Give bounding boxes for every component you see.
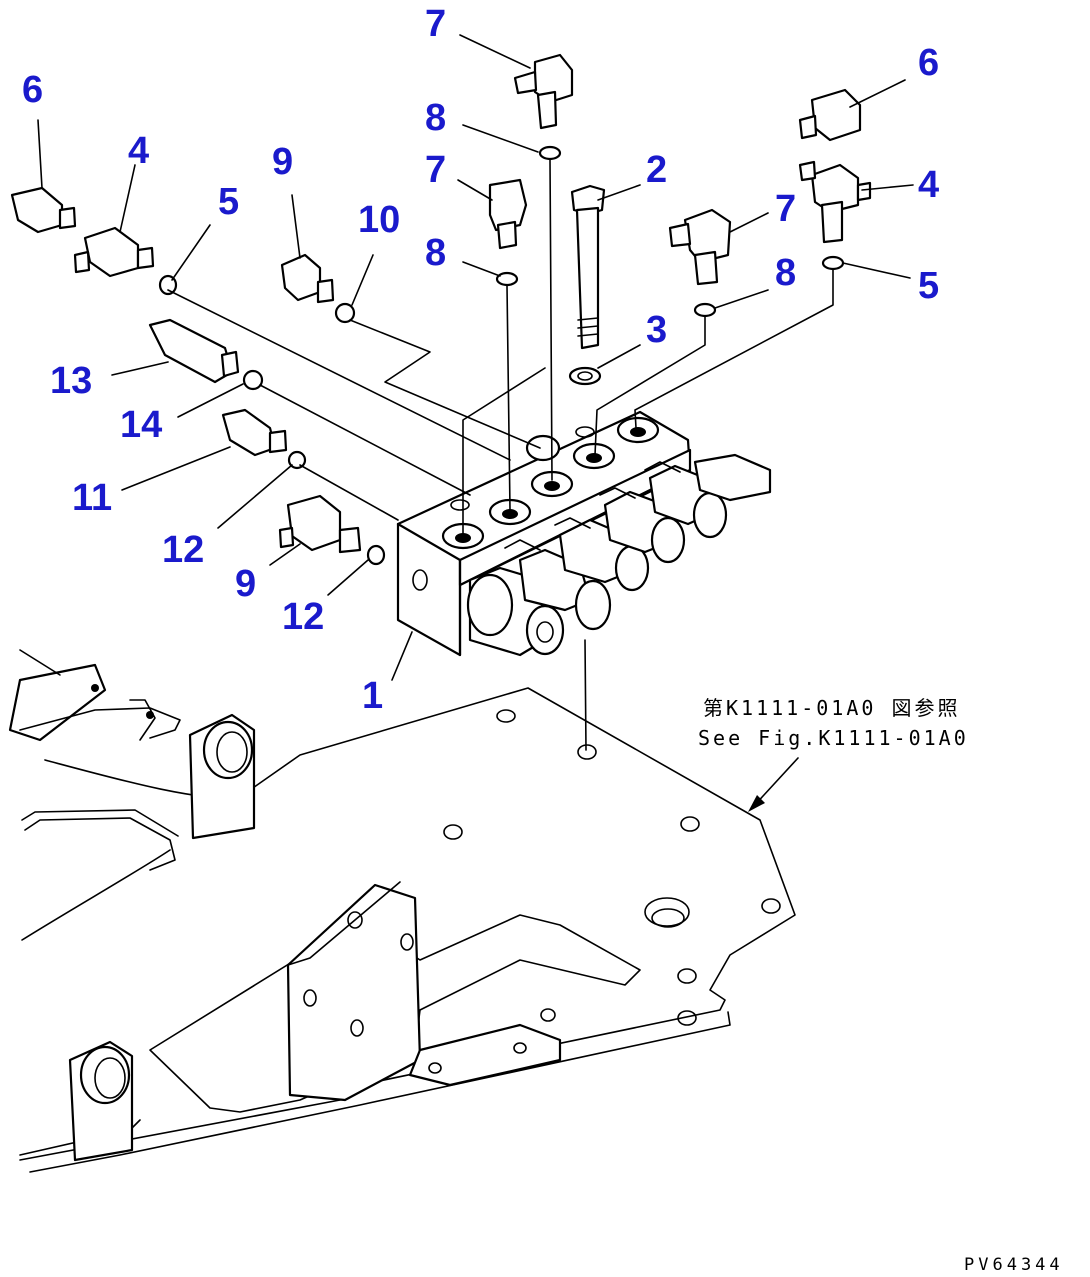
callout-12: 12 bbox=[162, 529, 204, 571]
callout-7: 7 bbox=[775, 188, 796, 230]
solenoid-valve-block bbox=[396, 410, 772, 657]
callout-13: 13 bbox=[50, 360, 92, 402]
callout-4: 4 bbox=[918, 164, 939, 206]
reference-japanese: 第K1111-01A0 図参照 bbox=[703, 696, 960, 720]
callout-5: 5 bbox=[918, 265, 939, 307]
callout-3: 3 bbox=[646, 309, 667, 351]
exploded-parts bbox=[10, 53, 872, 566]
figure-reference: 第K1111-01A0 図参照 See Fig.K1111-01A0 PV643… bbox=[698, 696, 1064, 1275]
callout-9: 9 bbox=[272, 141, 293, 183]
callout-12: 12 bbox=[282, 596, 324, 638]
callout-1: 1 bbox=[362, 675, 383, 717]
callout-8: 8 bbox=[425, 97, 446, 139]
callout-4: 4 bbox=[128, 130, 149, 172]
callout-5: 5 bbox=[218, 181, 239, 223]
figure-code: PV64344 bbox=[964, 1255, 1064, 1275]
callout-11: 11 bbox=[72, 477, 112, 519]
reference-english: See Fig.K1111-01A0 bbox=[698, 726, 969, 750]
callout-7: 7 bbox=[425, 3, 446, 45]
leader-lines bbox=[37, 34, 914, 812]
callout-8: 8 bbox=[775, 252, 796, 294]
callout-6: 6 bbox=[22, 69, 43, 111]
callout-14: 14 bbox=[120, 404, 162, 446]
callout-7: 7 bbox=[425, 149, 446, 191]
callout-labels: 7 6 6 8 4 7 2 9 4 5 7 10 8 8 5 3 13 14 1… bbox=[22, 3, 939, 717]
callout-9: 9 bbox=[235, 563, 256, 605]
assembly-lines bbox=[167, 159, 834, 751]
base-plate bbox=[8, 649, 796, 1173]
callout-6: 6 bbox=[918, 42, 939, 84]
callout-8: 8 bbox=[425, 232, 446, 274]
callout-2: 2 bbox=[646, 149, 667, 191]
callout-10: 10 bbox=[358, 199, 400, 241]
